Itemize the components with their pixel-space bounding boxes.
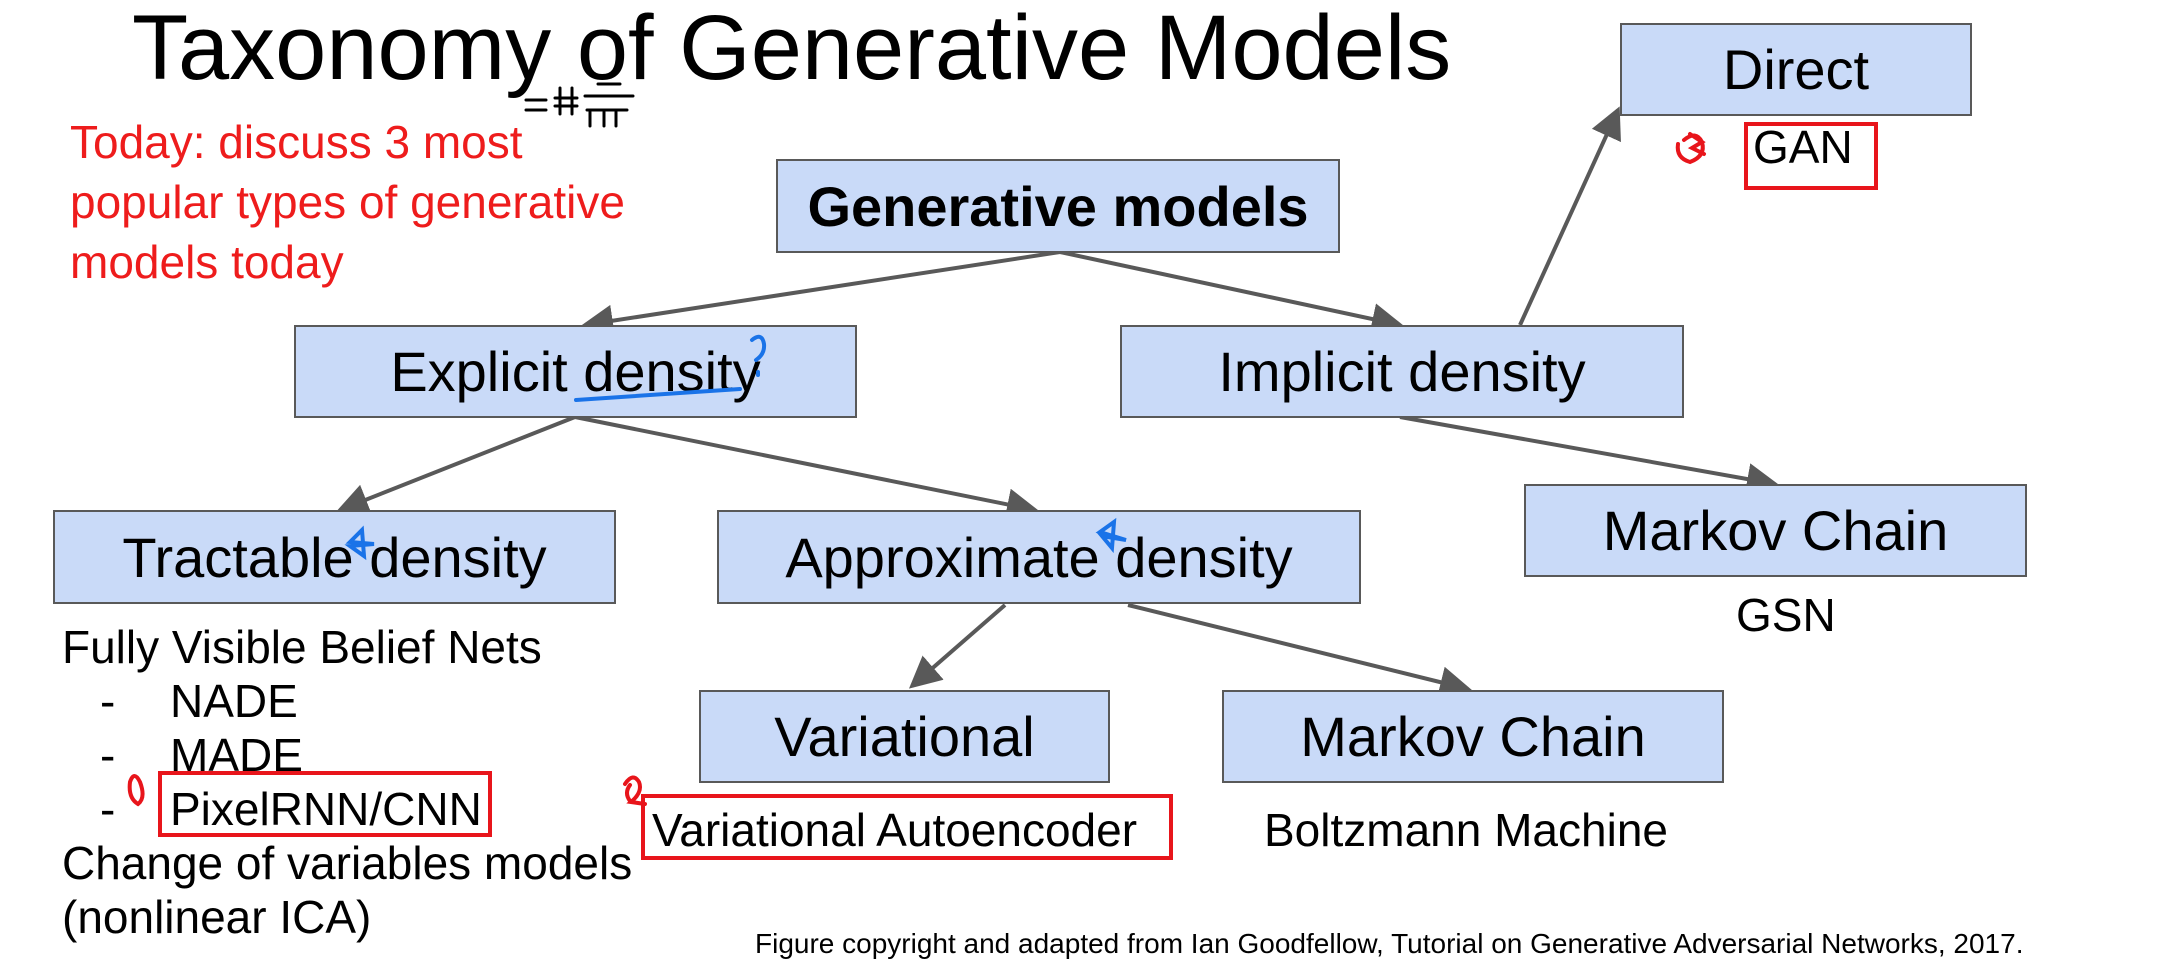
note-line-3: models today: [70, 236, 344, 288]
list-item: -PixelRNN/CNN: [100, 783, 482, 835]
note-line-1: Today: discuss 3 most: [70, 116, 523, 168]
tractable-model-list: Fully Visible Belief Nets -NADE -MADE -P…: [62, 620, 632, 944]
highlight-pixelrnn: [158, 771, 492, 837]
arrow-explicit-tractable: [336, 415, 576, 515]
list-item: -NADE: [100, 675, 298, 727]
note-line-2: popular types of generative: [70, 176, 625, 228]
handwritten-scribble-icon: [524, 82, 635, 128]
arrow-implicit-direct: [1518, 106, 1621, 326]
arrow-approximate-markov: [1127, 603, 1472, 698]
star-icon-approximate: [1095, 517, 1127, 554]
star-icon-tractable: [344, 525, 375, 561]
node-direct: Direct: [1620, 23, 1972, 116]
arrow-root-implicit: [1059, 250, 1404, 335]
label-gsn: GSN: [1736, 589, 1836, 641]
slide-title: Taxonomy of Generative Models: [132, 0, 1452, 99]
list-heading: Fully Visible Belief Nets: [62, 621, 542, 673]
node-tractable-density: Tractable density: [53, 510, 616, 604]
node-generative-models: Generative models: [776, 159, 1340, 253]
arrow-approximate-variational: [908, 603, 1007, 689]
circled-number-2-icon: [623, 775, 647, 806]
label-variational-autoencoder: Variational Autoencoder: [652, 804, 1138, 856]
today-note: Today: discuss 3 most popular types of g…: [70, 112, 625, 292]
label-boltzmann-machine: Boltzmann Machine: [1264, 804, 1668, 856]
list-extra-line-2: (nonlinear ICA): [62, 891, 372, 943]
node-approximate-density: Approximate density: [717, 510, 1361, 604]
arrow-explicit-approximate: [574, 415, 1039, 521]
arrow-root-explicit: [581, 250, 1061, 337]
node-implicit-density: Implicit density: [1120, 325, 1684, 418]
underline-density: [574, 387, 742, 402]
node-variational: Variational: [699, 690, 1110, 783]
highlight-vae: [641, 794, 1173, 860]
node-markov-chain-implicit: Markov Chain: [1524, 484, 2027, 577]
circled-number-1-icon: [127, 774, 145, 807]
node-markov-chain-approximate: Markov Chain: [1222, 690, 1724, 783]
highlight-gan: [1744, 122, 1878, 190]
figure-credit: Figure copyright and adapted from Ian Go…: [755, 928, 2024, 959]
label-gan: GAN: [1753, 121, 1853, 173]
question-mark-icon: [750, 334, 767, 377]
circled-number-3-icon: [1675, 132, 1706, 165]
list-extra-line-1: Change of variables models: [62, 837, 633, 889]
arrow-implicit-markov: [1399, 415, 1779, 495]
